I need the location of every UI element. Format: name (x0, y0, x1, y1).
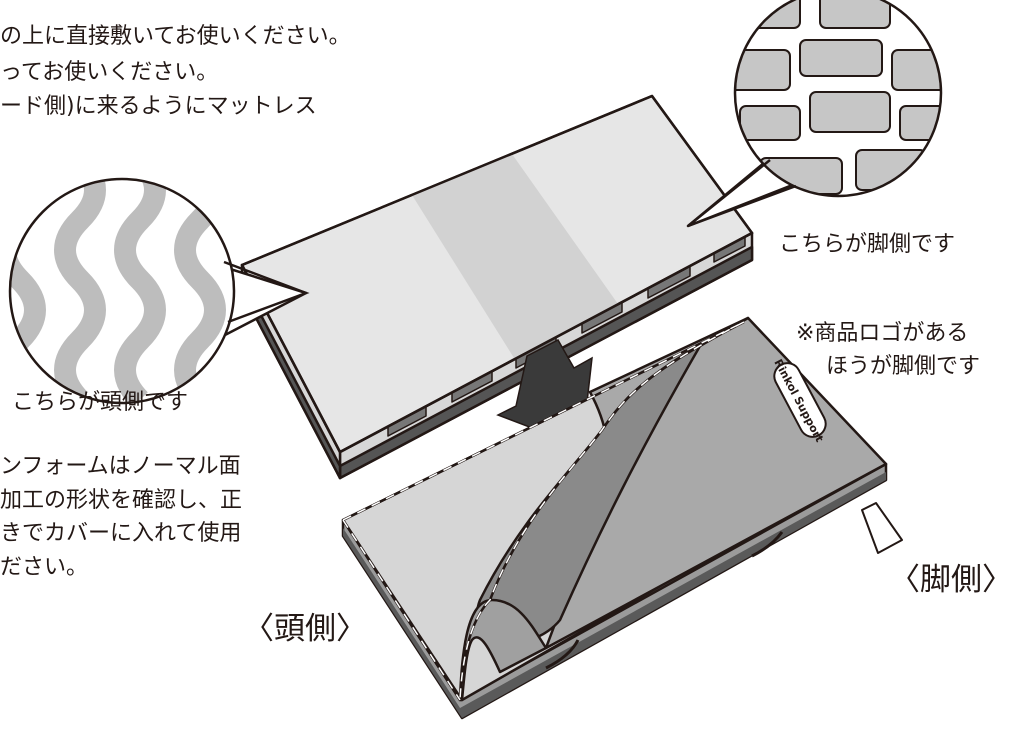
body-line-3: きでカバーに入れて使用 (0, 521, 242, 546)
body-line-2: 加工の形状を確認し、正 (0, 488, 243, 513)
intro-line-2: ってお使いください。 (0, 60, 219, 85)
intro-line-1: の上に直接敷いてお使いください。 (0, 24, 351, 49)
head-surface-caption: こちらが頭側です (12, 390, 189, 415)
foot-surface-zoom (686, 0, 943, 228)
logo-note-line-2: ほうが脚側です (826, 354, 981, 379)
zipper-pull (545, 639, 580, 670)
logo-note-line-1: ※商品ロゴがある (796, 321, 969, 346)
head-side-label: 〈頭側〉 (243, 611, 367, 647)
body-line-1: ンフォームはノーマル面 (0, 454, 241, 479)
intro-line-3: ード側)に来るようにマットレス (0, 94, 317, 119)
cover-strap (861, 502, 903, 554)
body-line-4: ださい。 (0, 555, 89, 580)
head-surface-zoom (8, 177, 310, 405)
mattress-cover: Rinkol Support (341, 316, 903, 720)
foot-side-label: 〈脚側〉 (889, 562, 1013, 598)
foot-surface-caption: こちらが脚側です (779, 232, 956, 257)
zipper-pull (751, 531, 784, 558)
